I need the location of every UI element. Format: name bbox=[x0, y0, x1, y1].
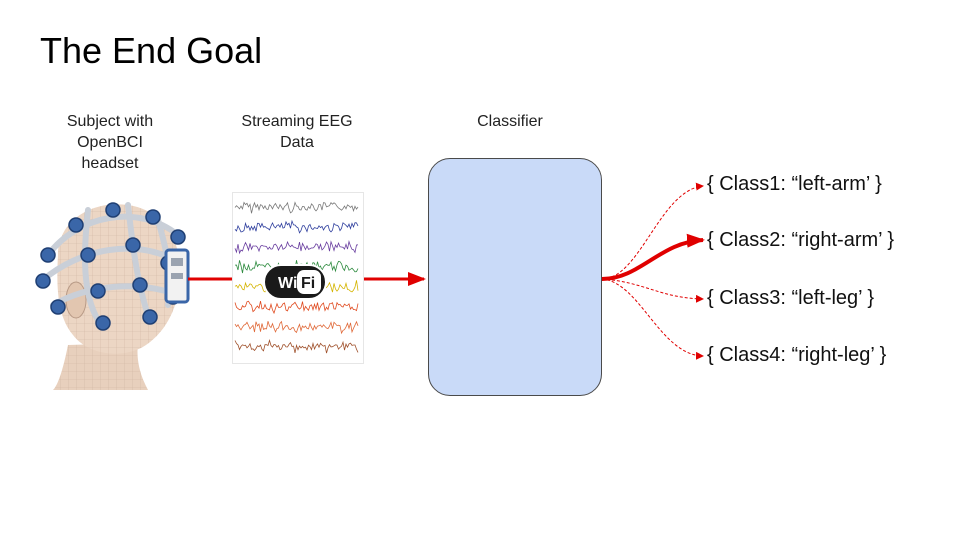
wifi-icon: Wi Fi bbox=[263, 264, 327, 300]
wifi-left-text: Wi bbox=[278, 275, 297, 292]
slide-title: The End Goal bbox=[40, 30, 263, 71]
subject-label: Subject with OpenBCI headset bbox=[66, 113, 154, 172]
arrow-to-class2 bbox=[601, 233, 705, 281]
output-class1-label: { Class1: “left-arm’ } bbox=[707, 173, 882, 195]
classifier-label: Classifier bbox=[477, 113, 543, 130]
eeg-traces bbox=[234, 201, 359, 354]
output-class2-label: { Class2: “right-arm’ } bbox=[707, 229, 895, 251]
eeg-trace-1 bbox=[234, 201, 359, 214]
streaming-eeg-label: Streaming EEG Data bbox=[241, 113, 353, 151]
arrow-to-class1 bbox=[601, 182, 704, 280]
output-class3-label: { Class3: “left-leg’ } bbox=[707, 287, 875, 309]
arrow-to-class4 bbox=[601, 278, 704, 360]
arrow-to-class3 bbox=[601, 278, 704, 303]
eeg-trace-7 bbox=[234, 320, 359, 335]
eeg-trace-8 bbox=[234, 338, 359, 354]
eeg-trace-4 bbox=[234, 260, 359, 275]
classifier-box bbox=[428, 158, 602, 396]
headset-head-image bbox=[35, 202, 190, 390]
wifi-right-text: Fi bbox=[301, 275, 315, 292]
eeg-trace-2 bbox=[234, 219, 359, 234]
eeg-trace-3 bbox=[234, 240, 359, 255]
eeg-trace-6 bbox=[234, 300, 359, 315]
output-class4-label: { Class4: “right-leg’ } bbox=[707, 344, 887, 366]
